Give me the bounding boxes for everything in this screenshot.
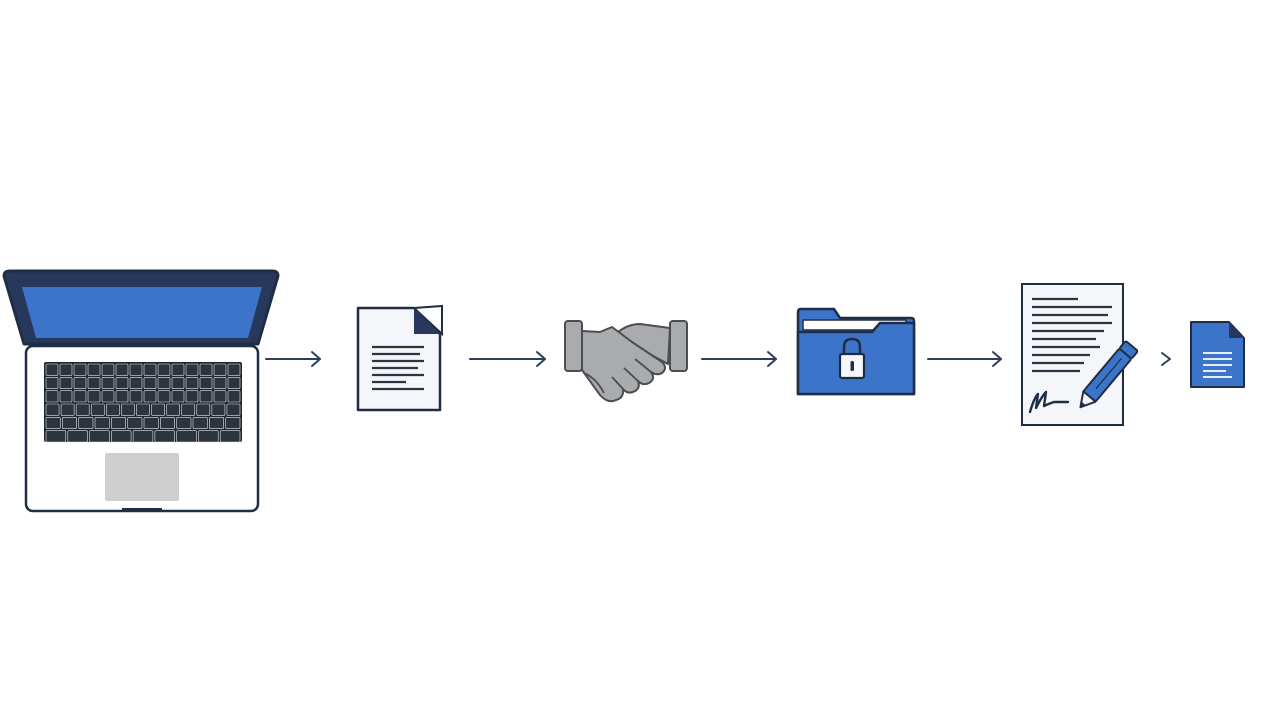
keyboard-key [87,363,101,376]
keyboard-key [185,377,199,389]
handshake-icon [564,320,688,403]
keyboard-key [45,417,61,429]
keyboard-key [45,430,67,443]
keyboard-key [115,363,129,376]
keyboard-key [185,390,199,403]
keyboard-key [73,363,87,376]
keyboard-key [176,417,192,429]
keyboard-key [227,390,241,403]
keyboard-key [171,390,185,403]
chevron-right-icon [1161,352,1171,366]
keyboard-key [219,430,241,443]
keyboard-key [143,377,157,389]
keyboard-key [59,390,73,403]
keyboard-key [75,403,90,416]
keyboard-key [185,363,199,376]
keyboard-key [154,430,175,443]
keyboard-key [198,430,219,443]
keyboard-key [59,363,73,376]
keyboard-key [101,363,115,376]
keyboard-key [62,417,77,429]
keyboard-key [227,377,241,389]
arrow-right-icon [265,351,321,367]
keyboard-key [45,377,59,389]
keyboard-key [101,390,115,403]
keyboard-key [60,403,75,416]
keyboard-key [121,403,135,416]
keyboard-key [73,390,87,403]
keyboard-key [157,363,171,376]
keyboard-key [127,417,143,429]
arrow-right-icon [927,351,1002,367]
keyboard-key [115,390,129,403]
laptop-icon [2,269,280,513]
keyboard-key [143,417,159,429]
keyboard-key [111,417,126,429]
arrow-right-icon [469,351,546,367]
keyboard-keys [45,363,241,443]
arrow-right-icon [701,351,777,367]
keyboard-key [160,417,175,429]
keyboard-key [87,390,101,403]
keyboard-key [136,403,150,416]
keyboard-key [132,430,154,443]
keyboard-key [106,403,120,416]
keyboard-key [87,377,101,389]
keyboard-key [94,417,110,429]
keyboard-key [143,390,157,403]
blue-document-icon [1190,321,1245,388]
locked-folder-icon [796,307,916,396]
keyboard-key [45,390,59,403]
keyboard-key [199,390,213,403]
keyboard-key [199,363,213,376]
keyboard-key [157,377,171,389]
keyboard-key [211,403,226,416]
keyboard-key [129,377,143,389]
keyboard-key [171,377,185,389]
keyboard-key [181,403,196,416]
keyboard-key [213,390,227,403]
keyboard-key [129,363,143,376]
keyboard-key [115,377,129,389]
keyboard-key [111,430,132,443]
keyboard-key [213,363,227,376]
keyboard-key [129,390,143,403]
keyboard-key [226,403,241,416]
keyboard-key [209,417,224,429]
keyboard-key [166,403,180,416]
keyboard-key [59,377,73,389]
keyboard-key [225,417,241,429]
keyboard-key [45,363,59,376]
keyboard-key [227,363,241,376]
keyboard-key [67,430,88,443]
keyboard-key [90,403,105,416]
keyboard-key [192,417,208,429]
document-icon [356,304,443,412]
keyboard-key [196,403,211,416]
keyboard-key [171,363,185,376]
keyboard-key [45,403,60,416]
keyboard-key [78,417,94,429]
keyboard-key [143,363,157,376]
keyboard-key [213,377,227,389]
keyboard-key [199,377,213,389]
keyboard-key [73,377,87,389]
keyboard-key [101,377,115,389]
keyboard-key [157,390,171,403]
keyboard-key [89,430,110,443]
keyboard-key [151,403,165,416]
signed-contract-pen-icon [1021,283,1139,426]
keyboard-key [176,430,197,443]
